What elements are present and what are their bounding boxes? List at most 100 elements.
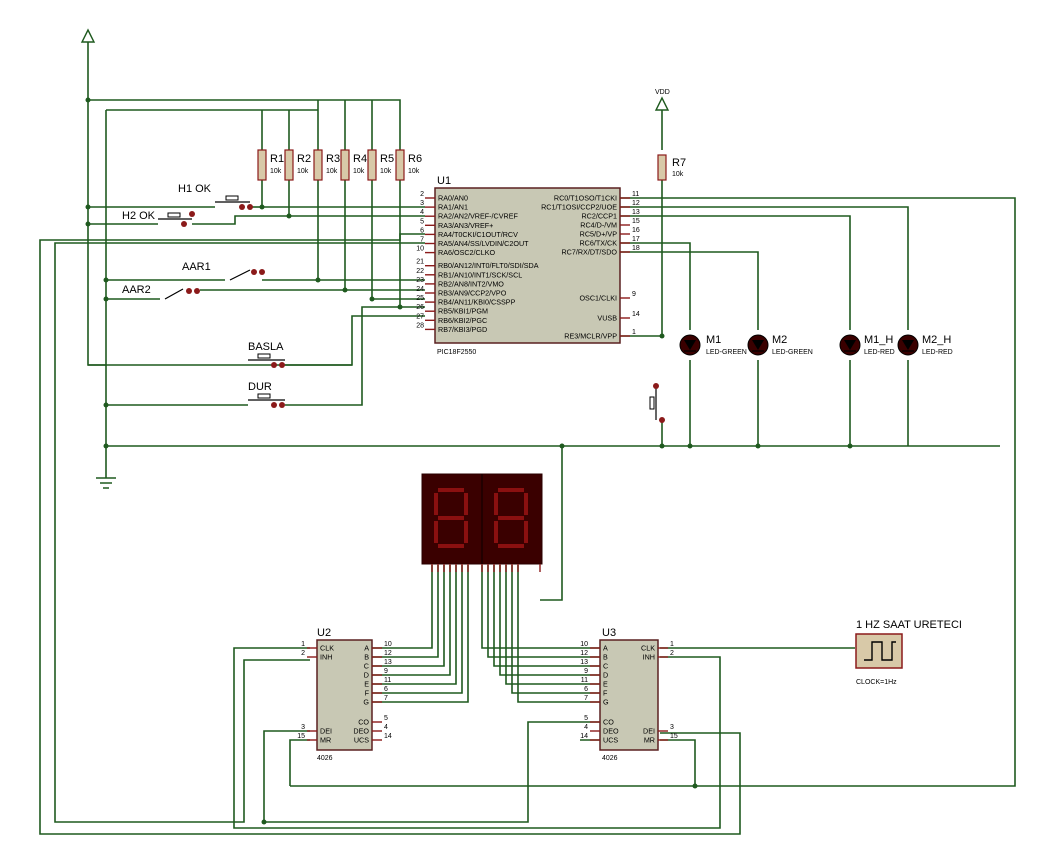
junction-dot [286, 213, 292, 219]
pin-label: UCS [603, 736, 618, 745]
led-m2[interactable]: M2 LED-GREEN [747, 334, 813, 356]
wire [372, 565, 469, 703]
switch-label: H2 OK [122, 210, 156, 222]
pin-number: 1 [301, 641, 305, 648]
resistor-r3[interactable]: R3 10k [313, 149, 340, 181]
wire [54, 242, 425, 823]
pin-number: 23 [416, 277, 424, 284]
resistor-ref: R1 [270, 153, 284, 165]
resistor-value: 10k [297, 168, 309, 175]
pushbutton-icon [225, 195, 239, 201]
junction-dot [687, 443, 693, 449]
resistor-r2[interactable]: R2 10k [284, 149, 311, 181]
led-type: LED-GREEN [706, 349, 747, 356]
pin-number: 5 [420, 218, 424, 225]
pin-number: 4 [384, 724, 388, 731]
pin-number: 2 [670, 650, 674, 657]
junction-dot [103, 296, 109, 302]
pin-label: RC4/D-/VM [580, 221, 617, 230]
resistor-r7[interactable]: R7 10k [657, 154, 686, 181]
resistor-value: 10k [672, 171, 684, 178]
resistor-r5[interactable]: R5 10k [367, 149, 394, 181]
pin-label: A [364, 644, 369, 653]
pin-number: 3 [420, 200, 424, 207]
pin-number: 28 [416, 322, 424, 329]
switch-aar1[interactable]: AAR1 [182, 261, 265, 281]
pin-number: 15 [670, 733, 678, 740]
resistor-body [395, 149, 405, 181]
pin-label: RB7/KBI3/PGD [438, 325, 487, 334]
pin-number: 9 [584, 668, 588, 675]
junction-dot [659, 333, 665, 339]
pin-label: RB0/AN12/INT0/FLT0/SDI/SDA [438, 261, 539, 270]
switch-h2-ok[interactable]: H2 OK [122, 210, 195, 227]
pin-label: RA0/AN0 [438, 194, 468, 203]
pin-number: 14 [580, 733, 588, 740]
switch-basla[interactable]: BASLA [248, 341, 285, 368]
resistor-ref: R4 [353, 153, 367, 165]
led-m1-h[interactable]: M1_H LED-RED [839, 334, 895, 356]
led-m2-h[interactable]: M2_H LED-RED [897, 334, 953, 356]
wire [511, 565, 600, 694]
switch-label: H1 OK [178, 183, 212, 195]
wire [344, 180, 425, 291]
pin-label: RC5/D+/VP [580, 230, 618, 239]
resistor-r6[interactable]: R6 10k [395, 149, 422, 181]
wire [290, 197, 1016, 787]
pin-label: B [603, 653, 608, 662]
pin-number: 2 [420, 191, 424, 198]
pushbutton-icon [649, 396, 655, 410]
wire [285, 306, 400, 406]
resistor-body [257, 149, 267, 181]
junction-dot [85, 221, 91, 227]
chip-body [316, 639, 373, 751]
pin-label: RA3/AN3/VREF+ [438, 221, 493, 230]
pin-number: 14 [384, 733, 392, 740]
wire [540, 446, 563, 601]
junction-dots [85, 97, 853, 825]
pin-label: RE3/MCLR/VPP [564, 332, 617, 341]
display-pins [431, 564, 541, 572]
wire [372, 565, 439, 658]
pin-label: RA5/AN4/SS/LVDIN/C2OUT [438, 239, 529, 248]
pin-label: RB4/AN11/KBI0/CSSPP [438, 298, 516, 307]
pin-number: 13 [632, 209, 640, 216]
switch-h1-ok[interactable]: H1 OK [178, 183, 253, 210]
pin-label: CLK [320, 644, 334, 653]
wire [289, 739, 310, 786]
pin-number: 2 [301, 650, 305, 657]
junction-dot [103, 402, 109, 408]
pin-label: F [365, 689, 370, 698]
resistor-value: 10k [353, 168, 365, 175]
pin-label: RB2/AN8/INT2/VMO [438, 279, 504, 288]
junction-dot [692, 783, 698, 789]
reset-button[interactable] [649, 383, 665, 423]
chip-part: PIC18F2550 [437, 349, 476, 356]
resistor-r1[interactable]: R1 10k [257, 149, 284, 181]
pin-number: 1 [632, 329, 636, 336]
switch-aar2[interactable]: AAR2 [122, 284, 200, 300]
pin-number: 15 [297, 733, 305, 740]
resistor-body [367, 149, 377, 181]
clock-generator[interactable]: 1 HZ SAAT URETECI CLOCK=1Hz [855, 619, 962, 686]
pin-number: 17 [632, 236, 640, 243]
pin-label: RC1/T1OSI/CCP2/UOE [541, 203, 617, 212]
chip-right-pins: 11RC0/T1OSO/T1CKI12RC1/T1OSI/CCP2/UOE13R… [541, 191, 640, 341]
resistor-ref: R6 [408, 153, 422, 165]
pushbutton-icon [257, 353, 271, 359]
pin-number: 3 [670, 724, 674, 731]
switch-dur[interactable]: DUR [248, 381, 285, 408]
pin-label: INH [320, 653, 332, 662]
junction-dot [755, 443, 761, 449]
chip-ref: U2 [317, 627, 331, 639]
led-m1[interactable]: M1 LED-GREEN [679, 334, 747, 356]
led-type: LED-RED [864, 349, 895, 356]
resistor-r4[interactable]: R4 10k [340, 149, 367, 181]
wire [493, 565, 600, 667]
pin-label: RA6/OSC2/CLKO [438, 248, 496, 257]
pin-number: 5 [584, 715, 588, 722]
